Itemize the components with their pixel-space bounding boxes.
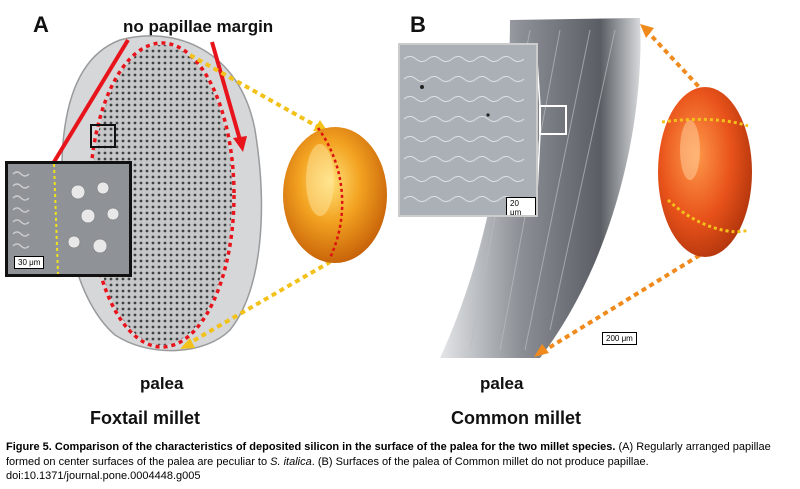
panel-a-species-label: Foxtail millet: [90, 408, 201, 428]
panel-b-species-label: Common millet: [451, 408, 582, 428]
panel-b-structure-label: palea: [480, 374, 524, 393]
common-seed: [658, 87, 752, 257]
panel-b-letter: B: [410, 12, 426, 37]
panel-b-main-scale-bar: 200 μm: [602, 332, 637, 345]
caption-species: S. italica: [270, 455, 312, 468]
caption-heading: Figure 5. Comparison of the characterist…: [6, 441, 616, 453]
panel-a-scale-bar: 30 μm: [14, 256, 45, 269]
caption-text-b: . (B) Surfaces of the palea of Common mi…: [311, 455, 649, 468]
inset-marker-box: [90, 124, 116, 148]
panel-a-inset: 30 μm: [5, 161, 132, 277]
panel-a-letter: A: [33, 12, 49, 37]
caption-text-a: (A) Regularly arranged papillae formed o…: [6, 441, 771, 468]
panel-b-inset-scale-bar: 20 μm: [506, 197, 536, 215]
panel-b-figure: [440, 18, 752, 358]
foxtail-seed: [283, 127, 387, 263]
panel-b-inset: 20 μm: [398, 43, 538, 217]
panel-a-structure-label: palea: [140, 374, 184, 393]
no-papillae-margin-label: no papillae margin: [123, 17, 274, 36]
caption-doi: doi:10.1371/journal.pone.0004448.g005: [6, 470, 201, 482]
common-palea: [440, 18, 641, 358]
figure-caption: Figure 5. Comparison of the characterist…: [6, 440, 796, 484]
